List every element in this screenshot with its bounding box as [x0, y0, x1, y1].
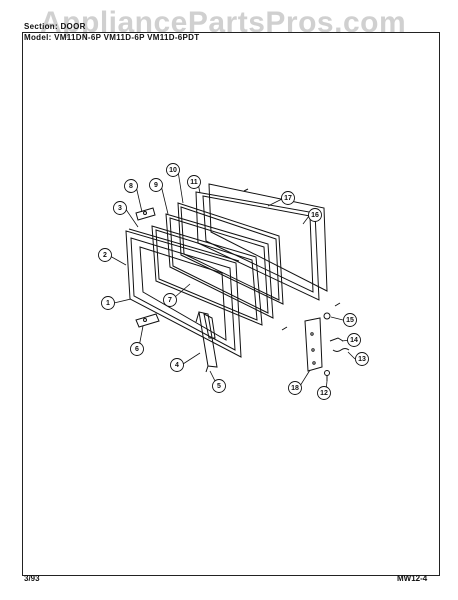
latch-14	[329, 337, 344, 342]
footer-page-code: MW12-4	[397, 574, 428, 583]
callout-label-9: 9	[154, 182, 158, 189]
callout-label-5: 5	[217, 383, 221, 390]
callout-9	[149, 178, 163, 192]
screw-12	[324, 370, 330, 381]
inner-door	[195, 191, 320, 301]
callout-14	[347, 333, 361, 347]
section-title: Section: DOOR	[24, 22, 86, 31]
outer-door-frame	[125, 230, 242, 358]
spring-13	[332, 348, 350, 352]
upper-bracket	[135, 207, 156, 221]
hinge-plate	[304, 317, 323, 372]
callout-3	[113, 201, 127, 215]
callout-16	[308, 208, 322, 222]
callout-label-4: 4	[175, 362, 179, 369]
callout-13	[355, 352, 369, 366]
window-glass	[151, 225, 263, 326]
callout-label-12: 12	[320, 390, 328, 397]
callout-label-2: 2	[103, 252, 107, 259]
callout-6	[130, 342, 144, 356]
callout-label-13: 13	[358, 356, 366, 363]
callout-11	[187, 175, 201, 189]
footer-date: 3/93	[24, 574, 40, 583]
door-handle	[195, 311, 218, 373]
callout-4	[170, 358, 184, 372]
callout-label-15: 15	[346, 317, 354, 324]
top-trim	[128, 228, 240, 262]
callout-10	[166, 163, 180, 177]
choke-seal	[177, 202, 284, 305]
callout-label-6: 6	[135, 346, 139, 353]
callout-label-17: 17	[284, 195, 292, 202]
callout-label-11: 11	[190, 179, 198, 186]
washer-15	[323, 312, 331, 320]
callout-label-18: 18	[291, 385, 299, 392]
callout-label-3: 3	[118, 205, 122, 212]
inner-panel	[165, 213, 274, 319]
lower-bracket	[135, 313, 160, 328]
callout-label-16: 16	[311, 212, 319, 219]
callout-label-7: 7	[168, 297, 172, 304]
callout-1	[101, 296, 115, 310]
callout-label-14: 14	[350, 337, 358, 344]
diagram-frame	[22, 32, 440, 576]
callout-18	[288, 381, 302, 395]
model-line: Model: VM11DN-6P VM11D-6P VM11D-6PDT	[24, 33, 200, 42]
callout-label-10: 10	[169, 167, 177, 174]
callout-label-8: 8	[129, 183, 133, 190]
callout-7	[163, 293, 177, 307]
callout-17	[281, 191, 295, 205]
callout-5	[212, 379, 226, 393]
callout-8	[124, 179, 138, 193]
callout-15	[343, 313, 357, 327]
callout-label-1: 1	[106, 300, 110, 307]
callout-2	[98, 248, 112, 262]
watermark-text: AppliancePartsPros.com	[40, 6, 407, 39]
callout-12	[317, 386, 331, 400]
